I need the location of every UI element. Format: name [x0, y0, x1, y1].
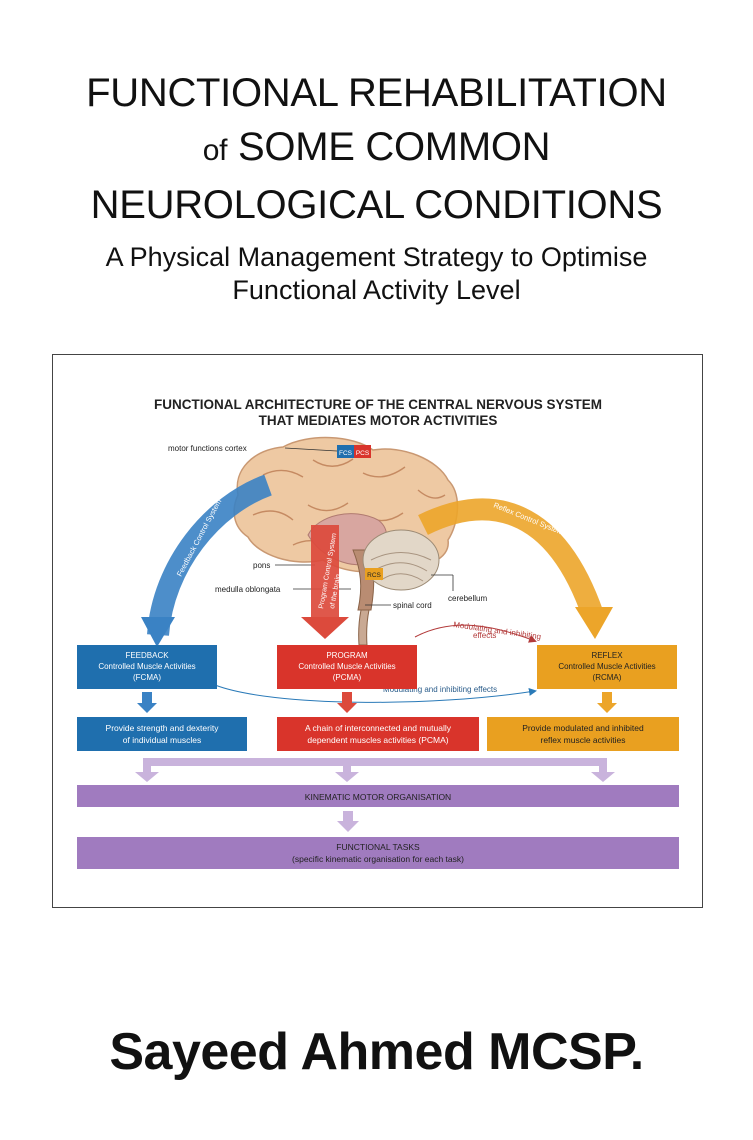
svg-text:(PCMA): (PCMA)	[333, 673, 362, 682]
label-cerebellum: cerebellum	[448, 594, 487, 603]
kinematic-box: KINEMATIC MOTOR ORGANISATION	[77, 785, 679, 807]
label-spinal-cord: spinal cord	[393, 601, 432, 610]
svg-text:KINEMATIC MOTOR ORGANISATION: KINEMATIC MOTOR ORGANISATION	[305, 792, 451, 802]
feedback-box: FEEDBACK Controlled Muscle Activities (F…	[77, 645, 217, 689]
program-arrow: Program Control System of the brain	[301, 525, 349, 639]
label-medulla: medulla oblongata	[215, 585, 281, 594]
svg-text:reflex muscle activities: reflex muscle activities	[540, 735, 625, 745]
svg-text:PROGRAM: PROGRAM	[326, 651, 368, 660]
modulating-top-label-1: Modulating and inhibiting	[453, 620, 542, 641]
svg-text:(specific kinematic organisati: (specific kinematic organisation for eac…	[292, 854, 464, 864]
svg-text:of individual muscles: of individual muscles	[123, 735, 201, 745]
reflex-arrow: Reflex Control System of the brain (RCS)	[418, 498, 623, 639]
svg-text:REFLEX: REFLEX	[591, 651, 623, 660]
feedback-outcome-box: Provide strength and dexterity of indivi…	[77, 717, 247, 751]
subtitle-line-1: A Physical Management Strategy to Optimi…	[105, 242, 648, 272]
svg-text:A chain of interconnected and: A chain of interconnected and mutually	[305, 723, 452, 733]
fcs-tag: FCS	[339, 450, 353, 457]
svg-text:Controlled Muscle Activities: Controlled Muscle Activities	[98, 662, 195, 671]
author-name: Sayeed Ahmed MCSP.	[109, 1023, 644, 1081]
modulating-top-label-2: effects	[473, 631, 496, 640]
kinematic-connector	[135, 758, 615, 782]
brain-illustration: FCS PCS RCS	[233, 436, 459, 646]
svg-text:FEEDBACK: FEEDBACK	[125, 651, 169, 660]
svg-text:Provide modulated and inhibite: Provide modulated and inhibited	[522, 723, 644, 733]
svg-text:dependent muscles activities (: dependent muscles activities (PCMA)	[307, 735, 448, 745]
svg-text:Controlled Muscle Activities: Controlled Muscle Activities	[298, 662, 395, 671]
title-line-3: NEUROLOGICAL CONDITIONS	[90, 183, 663, 227]
cns-diagram: FUNCTIONAL ARCHITECTURE OF THE CENTRAL N…	[77, 397, 679, 869]
diagram-heading-2: THAT MEDIATES MOTOR ACTIVITIES	[259, 413, 498, 428]
label-pons: pons	[253, 561, 270, 570]
pcs-tag: PCS	[356, 450, 370, 457]
reflex-outcome-box: Provide modulated and inhibited reflex m…	[487, 717, 679, 751]
svg-text:(FCMA): (FCMA)	[133, 673, 161, 682]
svg-text:FUNCTIONAL TASKS: FUNCTIONAL TASKS	[336, 842, 420, 852]
program-box: PROGRAM Controlled Muscle Activities (PC…	[277, 645, 417, 689]
title-of: of	[202, 134, 228, 167]
svg-text:Provide strength and dexterity: Provide strength and dexterity	[106, 723, 220, 733]
title-line-1: FUNCTIONAL REHABILITATION	[86, 71, 667, 115]
modulating-bottom-label: Modulating and inhibiting effects	[383, 685, 497, 694]
svg-text:Controlled Muscle Activities: Controlled Muscle Activities	[558, 662, 655, 671]
reflex-box: REFLEX Controlled Muscle Activities (RCM…	[537, 645, 677, 689]
functional-tasks-box: FUNCTIONAL TASKS (specific kinematic org…	[77, 837, 679, 869]
label-motor-cortex: motor functions cortex	[168, 444, 247, 453]
program-outcome-box: A chain of interconnected and mutually d…	[277, 717, 479, 751]
cover-figure: FUNCTIONAL ARCHITECTURE OF THE CENTRAL N…	[52, 354, 703, 908]
svg-text:(RCMA): (RCMA)	[593, 673, 622, 682]
diagram-heading-1: FUNCTIONAL ARCHITECTURE OF THE CENTRAL N…	[154, 397, 602, 412]
rcs-tag: RCS	[367, 572, 381, 579]
title-some-common: SOME COMMON	[238, 125, 551, 169]
subtitle-line-2: Functional Activity Level	[232, 275, 521, 305]
title-line-2: of SOME COMMON	[0, 124, 753, 174]
